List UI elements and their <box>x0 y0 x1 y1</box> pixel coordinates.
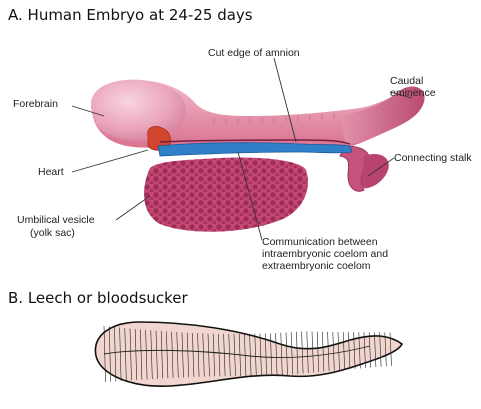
label-cut-edge-amnion: Cut edge of amnion <box>208 47 300 59</box>
coelom-band <box>158 143 352 156</box>
forebrain-bulge <box>91 80 186 141</box>
label-communication-2: intraembryonic coelom and <box>262 248 388 260</box>
panel-b-title: B. Leech or bloodsucker <box>8 289 188 307</box>
label-yolk-sac: (yolk sac) <box>30 227 75 239</box>
label-communication-3: extraembryonic coelom <box>262 260 371 272</box>
label-heart: Heart <box>38 166 64 178</box>
yolk-sac-texture <box>144 158 308 232</box>
label-umbilical-vesicle: Umbilical vesicle <box>17 214 95 226</box>
label-connecting-stalk: Connecting stalk <box>394 152 472 164</box>
label-eminence: eminence <box>390 87 436 99</box>
leech-illustration <box>95 322 402 386</box>
panel-a-title: A. Human Embryo at 24-25 days <box>8 6 253 24</box>
label-forebrain: Forebrain <box>13 98 58 110</box>
embryo-illustration <box>91 80 425 232</box>
label-communication-1: Communication between <box>262 236 378 248</box>
label-caudal: Caudal <box>390 75 423 87</box>
